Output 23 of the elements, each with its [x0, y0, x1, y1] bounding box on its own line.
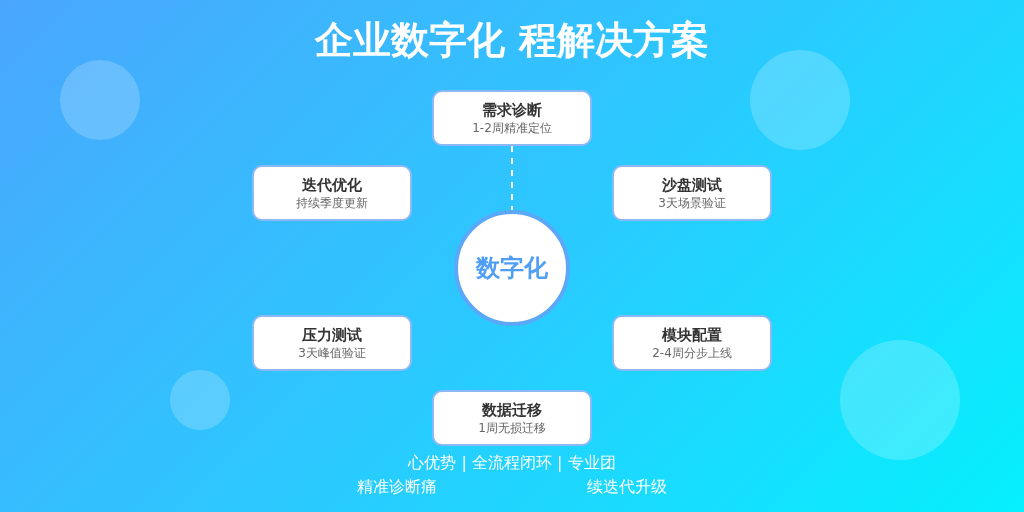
step-title: 压力测试	[302, 324, 362, 345]
page-title: 企业数字化 程解决方案	[315, 17, 709, 64]
step-duration: 持续季度更新	[296, 194, 368, 212]
step-title: 沙盘测试	[662, 174, 722, 195]
step-card	[432, 390, 592, 446]
step-card	[252, 315, 412, 371]
step-card	[612, 315, 772, 371]
center-label: 数字化	[476, 253, 548, 283]
step-title: 数据迁移	[482, 399, 542, 420]
step-card	[252, 165, 412, 221]
step-title: 需求诊断	[482, 99, 542, 120]
subtitle-text: 精准诊断痛	[357, 476, 437, 497]
step-duration: 3天峰值验证	[298, 344, 366, 362]
step-duration: 3天场景验证	[658, 194, 726, 212]
step-title: 迭代优化	[302, 174, 362, 195]
step-card	[432, 90, 592, 146]
step-card	[612, 165, 772, 221]
step-duration: 2-4周分步上线	[652, 344, 732, 362]
step-duration: 1-2周精准定位	[472, 119, 552, 137]
step-title: 模块配置	[662, 324, 722, 345]
subtitle-text: 续迭代升级	[587, 476, 667, 497]
step-duration: 1周无损迁移	[478, 419, 546, 437]
connector-line	[511, 145, 513, 211]
